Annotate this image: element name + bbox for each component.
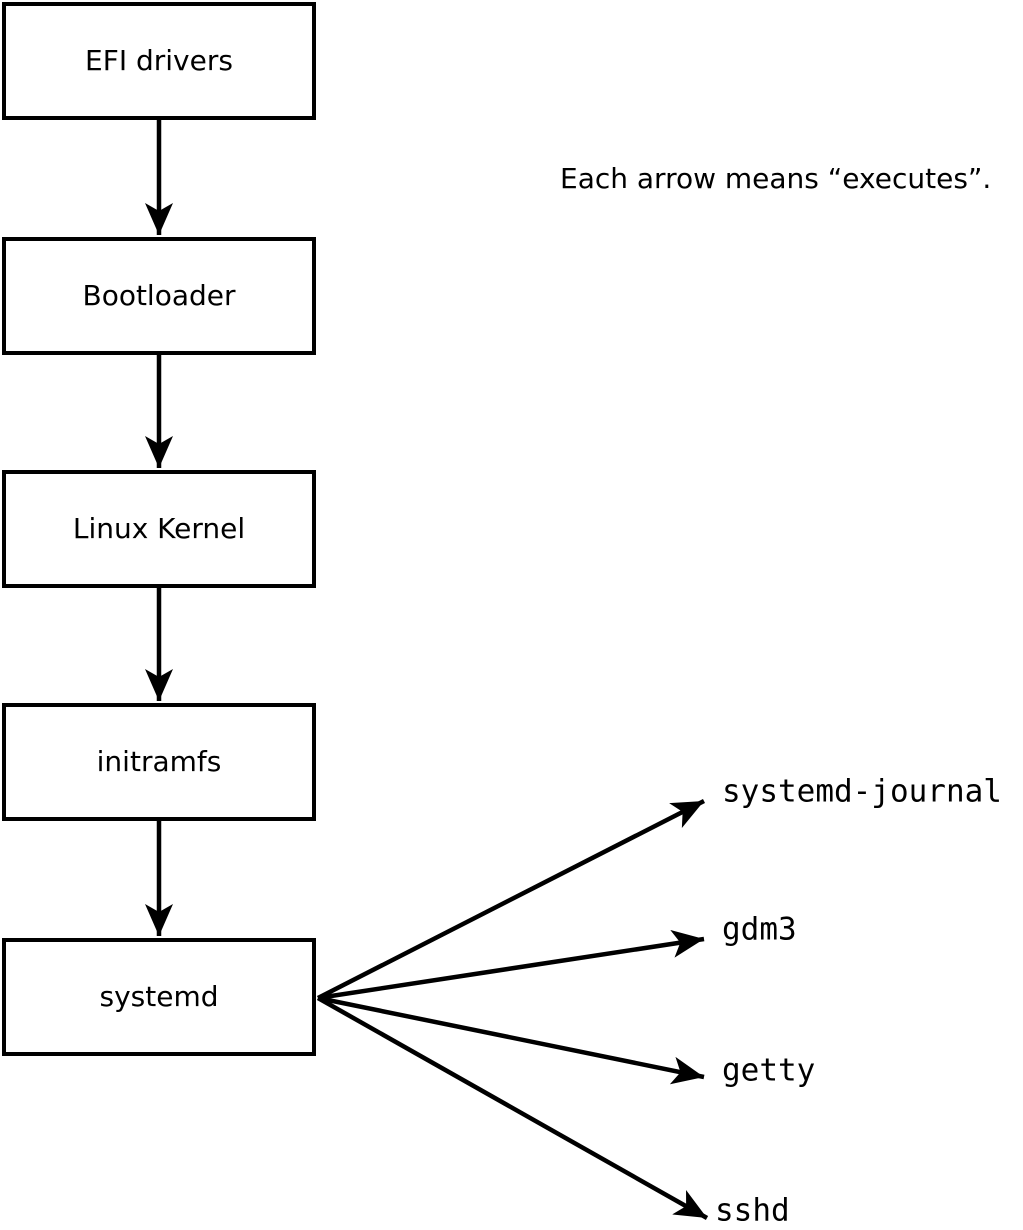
node-systemd: systemd (2, 938, 316, 1056)
node-efi-drivers: EFI drivers (2, 2, 316, 120)
node-label: Linux Kernel (72, 512, 246, 545)
label-gdm3: gdm3 (722, 911, 797, 948)
node-bootloader: Bootloader (2, 237, 316, 355)
arrow-systemd-to-gdm3 (317, 929, 705, 1001)
node-label: systemd (99, 980, 219, 1013)
node-label: EFI drivers (85, 44, 233, 77)
legend-note: Each arrow means “executes”. (560, 162, 992, 195)
node-label: Bootloader (82, 279, 236, 312)
node-initramfs: initramfs (2, 703, 316, 821)
label-systemd-journal: systemd-journal (722, 773, 1002, 810)
arrow-systemd-to-getty (317, 995, 705, 1085)
arrow-systemd-to-sshd (316, 996, 709, 1220)
label-sshd: sshd (715, 1192, 790, 1229)
node-label: initramfs (96, 745, 222, 778)
node-linux-kernel: Linux Kernel (2, 470, 316, 588)
label-getty: getty (722, 1052, 816, 1089)
arrow-systemd-to-journal (316, 798, 706, 1001)
